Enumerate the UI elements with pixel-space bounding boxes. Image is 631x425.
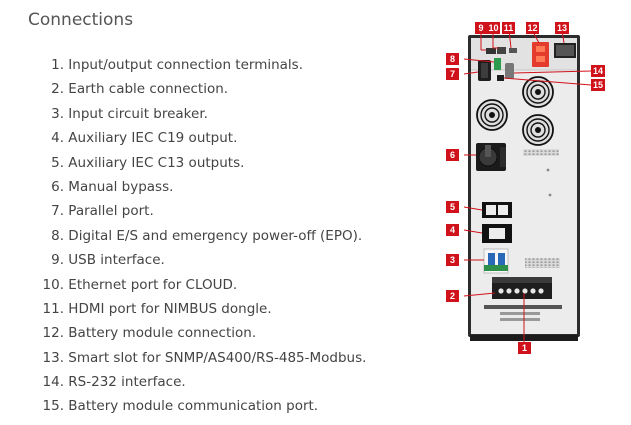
callout-label: 10	[488, 23, 498, 33]
callout-14: 14	[591, 65, 605, 77]
connection-list: 1. Input/output connection terminals. 2.…	[28, 55, 367, 421]
terminal-cover	[492, 277, 552, 283]
callout-label: 9	[478, 23, 483, 33]
item-text: Ethernet port for CLOUD.	[68, 276, 238, 293]
callout-9: 9	[475, 22, 487, 34]
callout-label: 2	[450, 291, 455, 301]
callout-1: 1	[518, 342, 531, 354]
callout-label: 7	[450, 69, 455, 79]
ups-rear-panel-diagram: 9 10 11 12 13 8 7 14 15 6 5 4 3 2 1	[446, 22, 605, 354]
item-number: 3.	[51, 105, 64, 122]
callout-2: 2	[446, 290, 459, 302]
list-item: 9. USB interface.	[28, 250, 366, 274]
callout-5: 5	[446, 201, 459, 213]
callout-label: 11	[504, 23, 514, 33]
list-item: 6. Manual bypass.	[28, 177, 366, 201]
io-terminal-block	[492, 283, 552, 299]
callout-4: 4	[446, 224, 459, 236]
callout-3: 3	[446, 254, 459, 266]
epo-terminal	[494, 58, 501, 70]
callout-label: 6	[450, 150, 455, 160]
usb-port	[486, 48, 496, 54]
callout-label: 1	[522, 343, 527, 353]
callout-11: 11	[502, 22, 515, 34]
callout-label: 14	[593, 66, 603, 76]
item-number: 8.	[51, 227, 64, 244]
list-item: 8. Digital E/S and emergency power-off (…	[28, 226, 366, 250]
item-text: Smart slot for SNMP/AS400/RS-485-Modbus.	[68, 349, 367, 366]
callout-leader-lines	[463, 29, 592, 342]
callout-label: 5	[450, 202, 455, 212]
item-number: 13.	[42, 349, 64, 366]
list-item: 7. Parallel port.	[28, 201, 366, 225]
item-text: Battery module communication port.	[68, 398, 319, 415]
vent-grille	[525, 258, 560, 268]
list-item: 10. Ethernet port for CLOUD.	[28, 275, 366, 299]
callout-6: 6	[446, 149, 459, 161]
callout-15: 15	[591, 79, 605, 91]
callout-13: 13	[555, 22, 569, 34]
list-item: 12. Battery module connection.	[28, 323, 366, 347]
list-item: 13. Smart slot for SNMP/AS400/RS-485-Mod…	[28, 348, 367, 372]
callout-label: 13	[557, 23, 567, 33]
list-item: 2. Earth cable connection.	[28, 79, 366, 103]
list-item: 1. Input/output connection terminals.	[28, 55, 366, 79]
list-item: 5. Auxiliary IEC C13 outputs.	[28, 153, 366, 177]
item-number: 5.	[51, 154, 64, 171]
item-text: Input circuit breaker.	[68, 105, 208, 122]
list-item: 15. Battery module communication port.	[28, 396, 366, 420]
list-item: 3. Input circuit breaker.	[28, 104, 366, 128]
list-item: 14. RS-232 interface.	[28, 372, 366, 396]
callout-8: 8	[446, 53, 459, 65]
item-number: 6.	[51, 178, 64, 195]
item-number: 7.	[51, 203, 64, 220]
item-number: 2.	[51, 81, 64, 98]
callout-label: 3	[450, 255, 455, 265]
item-number: 14.	[42, 374, 64, 391]
ethernet-port	[497, 47, 506, 54]
vent-grille	[523, 149, 559, 156]
item-text: RS-232 interface.	[68, 374, 186, 391]
item-number: 15.	[42, 398, 64, 415]
callout-label: 8	[450, 54, 455, 64]
rs232-port	[505, 63, 514, 79]
item-text: Earth cable connection.	[68, 81, 229, 98]
fan-icon	[476, 99, 508, 131]
item-text: Battery module connection.	[68, 325, 257, 342]
item-text: Input/output connection terminals.	[68, 57, 304, 73]
battery-comm-port	[497, 75, 504, 81]
hdmi-port	[509, 48, 517, 53]
item-number: 9.	[51, 252, 64, 269]
item-number: 4.	[51, 130, 64, 147]
item-text: Parallel port.	[68, 203, 154, 220]
item-text: Auxiliary IEC C19 output.	[68, 130, 238, 147]
item-text: Digital E/S and emergency power-off (EPO…	[68, 227, 363, 244]
callout-12: 12	[526, 22, 539, 34]
item-number: 11.	[42, 300, 64, 317]
callout-label: 15	[593, 80, 603, 90]
item-text: USB interface.	[68, 252, 165, 269]
item-number: 10.	[42, 276, 64, 293]
callout-10: 10	[487, 22, 500, 34]
item-number: 12.	[42, 325, 64, 342]
battery-connector	[532, 42, 549, 67]
callout-label: 12	[527, 23, 537, 33]
page-title: Connections	[28, 10, 134, 30]
list-item: 4. Auxiliary IEC C19 output.	[28, 128, 366, 152]
item-number: 1.	[51, 57, 64, 73]
fan-icon	[522, 114, 554, 146]
item-text: Auxiliary IEC C13 outputs.	[68, 154, 245, 171]
callout-label: 4	[450, 225, 455, 235]
item-text: HDMI port for NIMBUS dongle.	[68, 300, 272, 317]
list-item: 11. HDMI port for NIMBUS dongle.	[28, 299, 366, 323]
callout-7: 7	[446, 68, 459, 80]
item-text: Manual bypass.	[68, 178, 174, 195]
